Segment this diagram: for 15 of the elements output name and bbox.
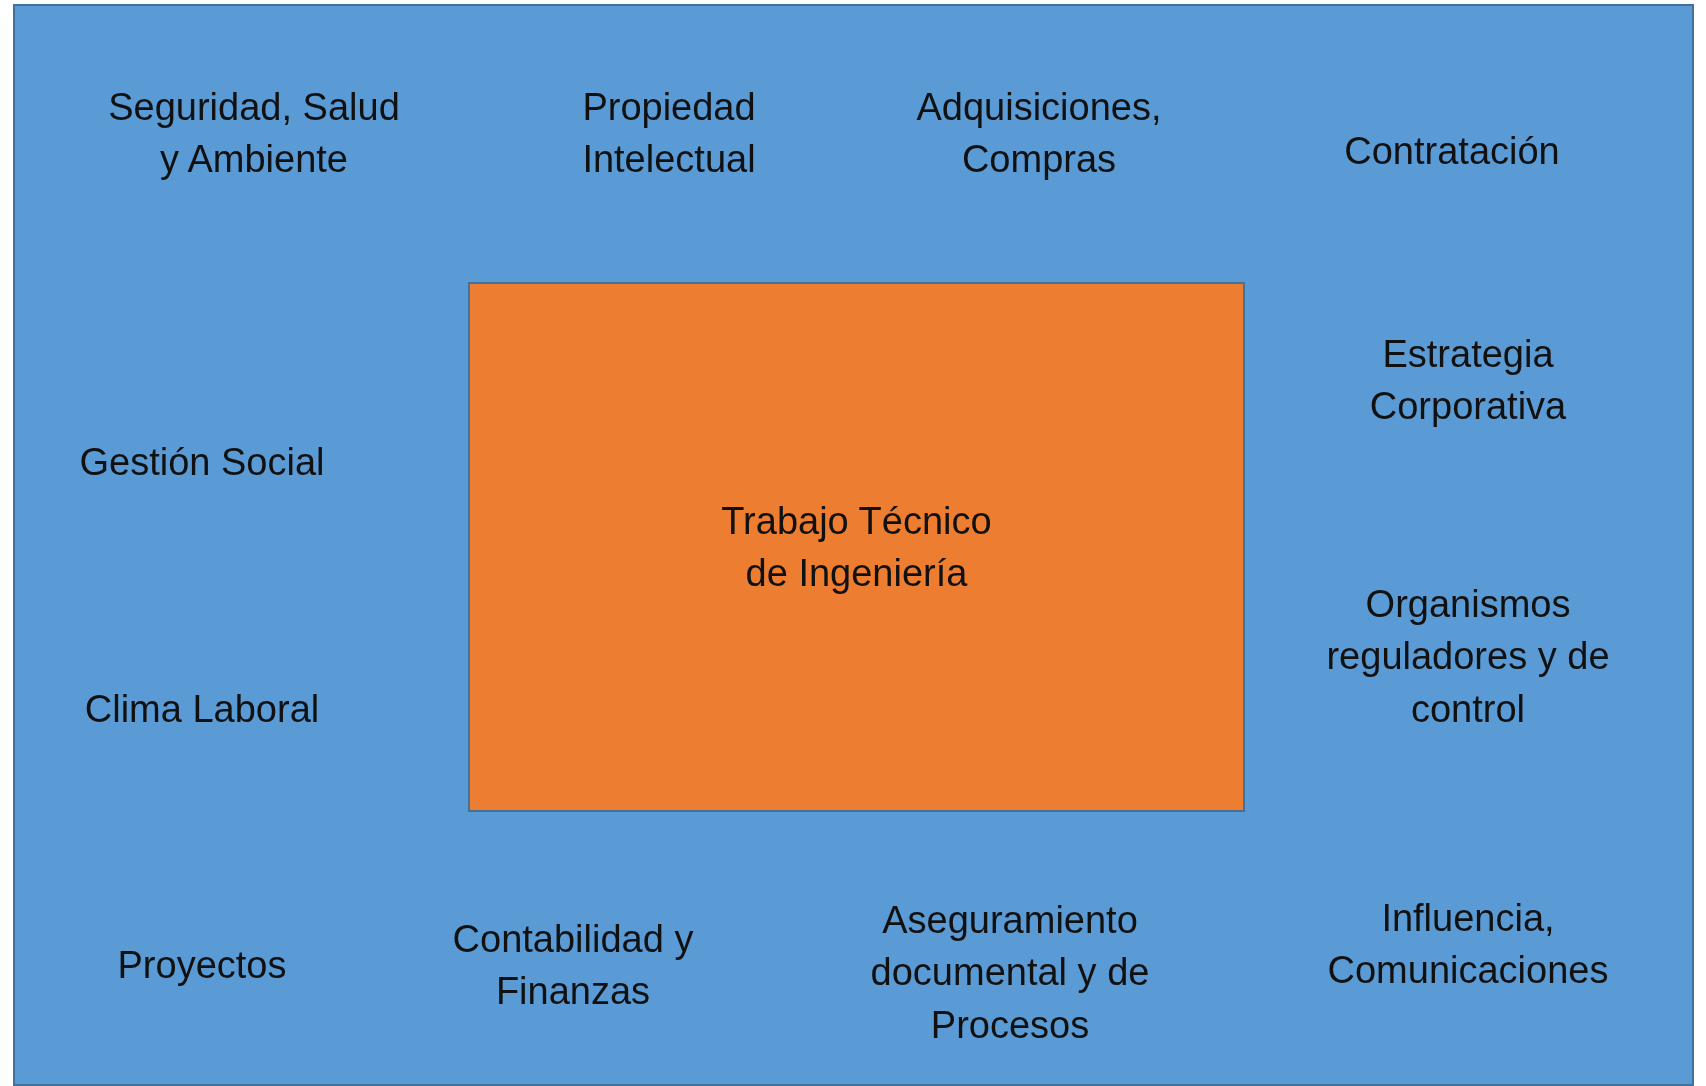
area-label: Contratación — [1343, 128, 1561, 174]
area-label: Clima Laboral — [83, 686, 321, 732]
area-label: Aseguramiento documental y de Procesos — [869, 898, 1151, 1049]
background-panel — [13, 4, 1694, 1086]
area-label: Adquisiciones, Compras — [915, 84, 1163, 182]
area-label: Gestión Social — [78, 439, 326, 485]
area-label: Seguridad, Salud y Ambiente — [107, 84, 401, 182]
area-label: Contabilidad y Finanzas — [451, 916, 695, 1014]
area-label: Influencia, Comunicaciones — [1326, 895, 1610, 993]
area-label: Estrategia Corporativa — [1368, 331, 1568, 429]
box-title: Trabajo Técnico de Ingeniería — [720, 498, 993, 596]
area-label: Propiedad Intelectual — [581, 84, 757, 182]
area-label: Proyectos — [116, 942, 288, 988]
center-box — [468, 282, 1245, 812]
area-label: Organismos reguladores y de control — [1325, 582, 1611, 733]
